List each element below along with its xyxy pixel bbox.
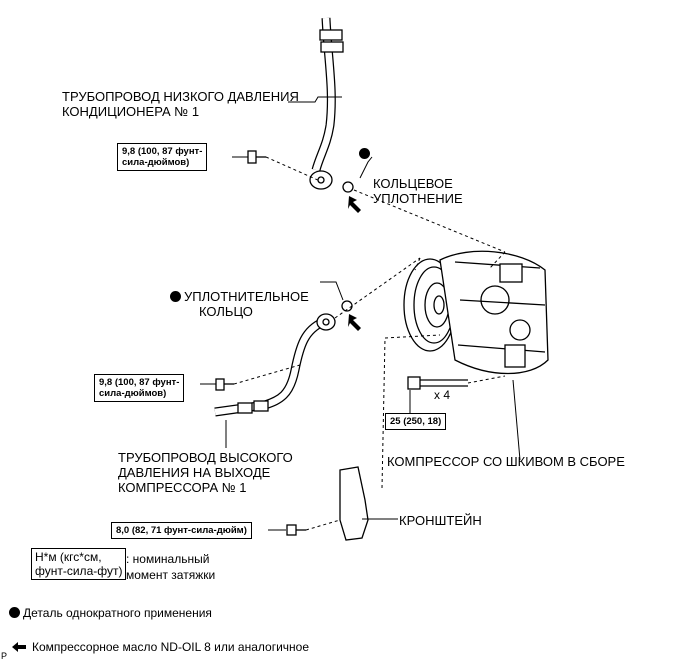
legend-oil: Компрессорное масло ND-OIL 8 или аналоги…	[12, 625, 309, 655]
bracket	[339, 466, 369, 541]
bolt-1	[247, 150, 266, 164]
compressor-assembly	[403, 250, 549, 375]
bolt-3	[407, 376, 468, 390]
oil-arrow-icon	[12, 642, 26, 652]
oil-arrow-icon-2	[348, 314, 361, 331]
single-use-dot-icon	[170, 291, 181, 302]
high-pressure-pipe-label: ТРУБОПРОВОД ВЫСОКОГО ДАВЛЕНИЯ НА ВЫХОДЕ …	[118, 450, 293, 495]
bracket-label: КРОНШТЕЙН	[399, 513, 482, 528]
low-pressure-pipe	[309, 17, 344, 190]
bolt-4	[286, 524, 306, 536]
torque-box-1: 9,8 (100, 87 фунт- сила-дюймов)	[117, 143, 208, 171]
compressor-label: КОМПРЕССОР СО ШКИВОМ В СБОРЕ	[387, 454, 625, 469]
bolt-2	[215, 378, 234, 391]
single-use-dot-icon	[9, 607, 20, 618]
bolt-quantity-label: x 4	[434, 388, 451, 402]
o-ring-2-label: УПЛОТНИТЕЛЬНОЕ КОЛЬЦО	[170, 274, 309, 334]
o-ring-1-label: КОЛЬЦЕВОЕ УПЛОТНЕНИЕ	[359, 146, 463, 221]
torque-box-3: 25 (250, 18)	[385, 413, 447, 430]
legend-unit-description: : номинальный момент затяжки	[126, 552, 216, 582]
torque-box-2: 9,8 (100, 87 фунт- сила-дюймов)	[94, 374, 185, 402]
low-pressure-pipe-label: ТРУБОПРОВОД НИЗКОГО ДАВЛЕНИЯ КОНДИЦИОНЕР…	[62, 89, 299, 119]
o-ring-1	[342, 181, 354, 193]
corner-mark: P	[1, 651, 8, 661]
legend-single-use: Деталь однократного применения	[9, 591, 212, 621]
high-pressure-pipe	[214, 313, 336, 417]
single-use-dot-icon	[359, 148, 370, 159]
legend-unit-box: Н*м (кгс*см, фунт-сила-фут)	[31, 548, 127, 580]
torque-box-4: 8,0 (82, 71 фунт-сила-дюйм)	[111, 522, 252, 539]
oil-arrow-icon-1	[348, 196, 361, 213]
